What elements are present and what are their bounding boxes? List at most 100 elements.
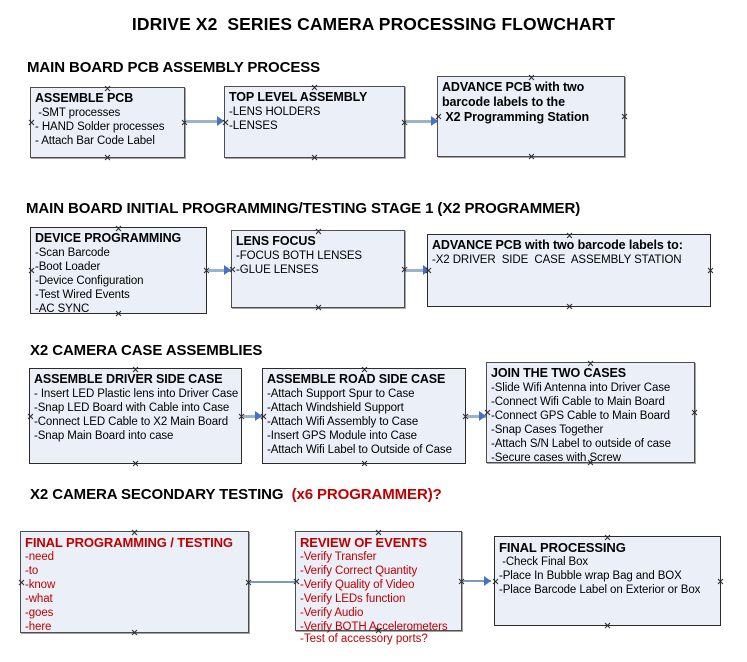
node-review-of-events-content: REVIEW OF EVENTS -Verify Transfer -Verif… bbox=[296, 532, 461, 634]
arrowhead-icon bbox=[224, 265, 231, 275]
node-lens-focus-line-2: -GLUE LENSES bbox=[236, 264, 319, 276]
connector-final-programming-to-review-of-events bbox=[250, 581, 296, 583]
node-assemble-driver-side-case-title: ASSEMBLE DRIVER SIDE CASE bbox=[34, 372, 223, 386]
section-heading-x2-camera-case-assemblies: X2 CAMERA CASE ASSEMBLIES bbox=[30, 342, 263, 359]
node-final-processing[interactable]: FINAL PROCESSING -Check Final Box -Place… bbox=[494, 536, 721, 626]
connector-device-programming-to-lens-focus bbox=[208, 269, 232, 272]
node-assemble-driver-side-case-line-4: -Snap Main Board into case bbox=[34, 430, 174, 442]
node-final-processing-title: FINAL PROCESSING bbox=[499, 540, 626, 555]
node-top-level-assembly-title: TOP LEVEL ASSEMBLY bbox=[229, 90, 368, 104]
node-advance-pcb-driver-case-station-line-1: -X2 DRIVER SIDE CASE ASSEMBLY STATION bbox=[432, 254, 682, 266]
node-final-programming-testing[interactable]: FINAL PROGRAMMING / TESTING -need -to -k… bbox=[20, 531, 249, 633]
node-review-of-events-line-4: -Verify LEDs function bbox=[300, 593, 406, 605]
arrowhead-icon bbox=[423, 265, 430, 275]
node-join-the-two-cases-line-5: -Attach S/N Label to outside of case bbox=[491, 438, 671, 450]
node-assemble-driver-side-case-content: ASSEMBLE DRIVER SIDE CASE - Insert LED P… bbox=[30, 369, 241, 443]
arrowhead-icon bbox=[431, 116, 438, 126]
node-assemble-driver-side-case-line-3: -Connect LED Cable to X2 Main Board bbox=[34, 416, 229, 428]
node-join-the-two-cases-title: JOIN THE TWO CASES bbox=[491, 366, 627, 380]
node-advance-pcb-driver-case-station[interactable]: ADVANCE PCB with two barcode labels to: … bbox=[427, 234, 711, 307]
connection-handle-right[interactable] bbox=[707, 267, 714, 274]
connector-driver-case-to-road-case bbox=[243, 415, 263, 418]
connection-handle-bottom[interactable] bbox=[104, 154, 111, 161]
connection-handle-bottom[interactable] bbox=[132, 460, 139, 467]
node-assemble-driver-side-case-line-1: - Insert LED Plastic lens into Driver Ca… bbox=[34, 388, 239, 400]
node-assemble-road-side-case-title: ASSEMBLE ROAD SIDE CASE bbox=[267, 372, 446, 386]
node-final-programming-testing-title: FINAL PROGRAMMING / TESTING bbox=[25, 535, 233, 550]
node-lens-focus-title: LENS FOCUS bbox=[236, 234, 316, 248]
node-review-of-events-line-2: -Verify Correct Quantity bbox=[300, 565, 418, 577]
node-advance-pcb-driver-case-station-title: ADVANCE PCB with two barcode labels to: bbox=[432, 238, 683, 252]
node-final-programming-testing-line-3: -know bbox=[25, 579, 56, 591]
node-review-of-events-title: REVIEW OF EVENTS bbox=[300, 535, 427, 550]
node-final-programming-testing-line-1: -need bbox=[25, 551, 54, 563]
node-assemble-road-side-case-content: ASSEMBLE ROAD SIDE CASE -Attach Support … bbox=[263, 369, 465, 457]
section-heading-main-board-pcb-assembly: MAIN BOARD PCB ASSEMBLY PROCESS bbox=[27, 59, 321, 76]
node-assemble-pcb-title: ASSEMBLE PCB bbox=[35, 91, 134, 105]
node-final-processing-content: FINAL PROCESSING -Check Final Box -Place… bbox=[495, 537, 720, 597]
node-advance-pcb-driver-case-station-content: ADVANCE PCB with two barcode labels to: … bbox=[428, 235, 710, 267]
section-heading-secondary-testing-note: (x6 PROGRAMMER)? bbox=[291, 486, 442, 503]
node-review-of-events-line-5: -Verify Audio bbox=[300, 607, 364, 619]
node-lens-focus[interactable]: LENS FOCUS -FOCUS BOTH LENSES -GLUE LENS… bbox=[231, 230, 405, 308]
node-assemble-road-side-case-line-4: -Insert GPS Module into Case bbox=[267, 430, 417, 442]
node-assemble-pcb-line-3: - Attach Bar Code Label bbox=[35, 135, 155, 147]
connection-handle-bottom[interactable] bbox=[311, 154, 318, 161]
node-join-the-two-cases-content: JOIN THE TWO CASES -Slide Wifi Antenna i… bbox=[487, 363, 694, 465]
node-final-programming-testing-content: FINAL PROGRAMMING / TESTING -need -to -k… bbox=[21, 532, 248, 634]
node-final-programming-testing-line-4: -what bbox=[25, 593, 53, 605]
node-advance-pcb-programming-station-line-1: barcode labels to the bbox=[442, 95, 565, 109]
node-top-level-assembly-line-2: -LENSES bbox=[229, 120, 278, 132]
node-final-programming-testing-line-2: -to bbox=[25, 565, 39, 577]
node-join-the-two-cases-line-2: -Connect Wifi Cable to Main Board bbox=[491, 396, 665, 408]
node-device-programming-line-2: -Boot Loader bbox=[35, 261, 101, 273]
node-join-the-two-cases-line-4: -Snap Cases Together bbox=[491, 424, 604, 436]
node-assemble-driver-side-case-line-2: -Snap LED Board with Cable into Case bbox=[34, 402, 230, 414]
arrowhead-icon bbox=[217, 116, 224, 126]
node-advance-pcb-programming-station-title: ADVANCE PCB with two bbox=[442, 80, 585, 94]
node-device-programming-line-5: -AC SYNC bbox=[35, 303, 90, 315]
node-review-of-events[interactable]: REVIEW OF EVENTS -Verify Transfer -Verif… bbox=[295, 531, 462, 645]
node-review-of-events-overflow-line: -Test of accessory ports? bbox=[300, 633, 428, 645]
node-assemble-road-side-case-line-5: -Attach Wifi Label to Outside of Case bbox=[267, 444, 452, 456]
section-heading-main-board-initial-programming: MAIN BOARD INITIAL PROGRAMMING/TESTING S… bbox=[26, 200, 581, 217]
arrowhead-icon bbox=[484, 576, 491, 586]
connector-lens-focus-to-advance-pcb-driver bbox=[406, 269, 430, 272]
node-assemble-pcb-content: ASSEMBLE PCB -SMT processes - HAND Solde… bbox=[31, 88, 184, 148]
arrowhead-icon bbox=[479, 411, 486, 421]
node-device-programming-line-1: -Scan Barcode bbox=[35, 247, 110, 259]
node-assemble-driver-side-case[interactable]: ASSEMBLE DRIVER SIDE CASE - Insert LED P… bbox=[29, 368, 242, 464]
node-advance-pcb-programming-station[interactable]: ADVANCE PCB with two barcode labels to t… bbox=[437, 76, 625, 157]
node-join-the-two-cases-line-6: -Secure cases with Screw bbox=[491, 452, 621, 464]
node-final-programming-testing-line-6: -here bbox=[25, 621, 52, 633]
node-join-the-two-cases[interactable]: JOIN THE TWO CASES -Slide Wifi Antenna i… bbox=[486, 362, 695, 465]
node-device-programming-title: DEVICE PROGRAMMING bbox=[35, 231, 182, 245]
node-device-programming-content: DEVICE PROGRAMMING -Scan Barcode -Boot L… bbox=[31, 228, 206, 316]
node-final-processing-line-1: -Check Final Box bbox=[499, 556, 589, 568]
node-review-of-events-line-6: -Verify BOTH Accelerometers bbox=[300, 621, 448, 633]
connector-top-level-to-advance-pcb bbox=[406, 120, 438, 123]
node-final-processing-line-3: -Place Barcode Label on Exterior or Box bbox=[499, 584, 701, 596]
connection-handle-bottom[interactable] bbox=[604, 622, 611, 629]
node-top-level-assembly[interactable]: TOP LEVEL ASSEMBLY -LENS HOLDERS -LENSES bbox=[224, 86, 405, 158]
node-device-programming[interactable]: DEVICE PROGRAMMING -Scan Barcode -Boot L… bbox=[30, 227, 207, 316]
arrowhead-icon bbox=[255, 411, 262, 421]
connection-handle-bottom[interactable] bbox=[361, 460, 368, 467]
node-assemble-pcb-line-1: -SMT processes bbox=[35, 107, 121, 119]
connector-assemble-pcb-to-top-level bbox=[186, 120, 222, 123]
node-join-the-two-cases-line-1: -Slide Wifi Antenna into Driver Case bbox=[491, 382, 671, 394]
node-assemble-road-side-case[interactable]: ASSEMBLE ROAD SIDE CASE -Attach Support … bbox=[262, 368, 466, 464]
node-final-programming-testing-line-5: -goes bbox=[25, 607, 54, 619]
node-assemble-pcb-line-2: - HAND Solder processes bbox=[35, 121, 165, 133]
connection-handle-bottom[interactable] bbox=[528, 153, 535, 160]
node-assemble-road-side-case-line-1: -Attach Support Spur to Case bbox=[267, 388, 415, 400]
section-heading-x2-camera-secondary-testing: X2 CAMERA SECONDARY TESTING (x6 PROGRAMM… bbox=[30, 486, 442, 503]
connection-handle-bottom[interactable] bbox=[566, 303, 573, 310]
node-lens-focus-line-1: -FOCUS BOTH LENSES bbox=[236, 250, 362, 262]
connection-handle-bottom[interactable] bbox=[315, 304, 322, 311]
node-device-programming-line-4: -Test Wired Events bbox=[35, 289, 130, 301]
connector-review-of-events-to-final-processing bbox=[463, 580, 491, 582]
page-title: IDRIVE X2 SERIES CAMERA PROCESSING FLOWC… bbox=[131, 14, 616, 34]
node-assemble-pcb[interactable]: ASSEMBLE PCB -SMT processes - HAND Solde… bbox=[30, 87, 185, 158]
